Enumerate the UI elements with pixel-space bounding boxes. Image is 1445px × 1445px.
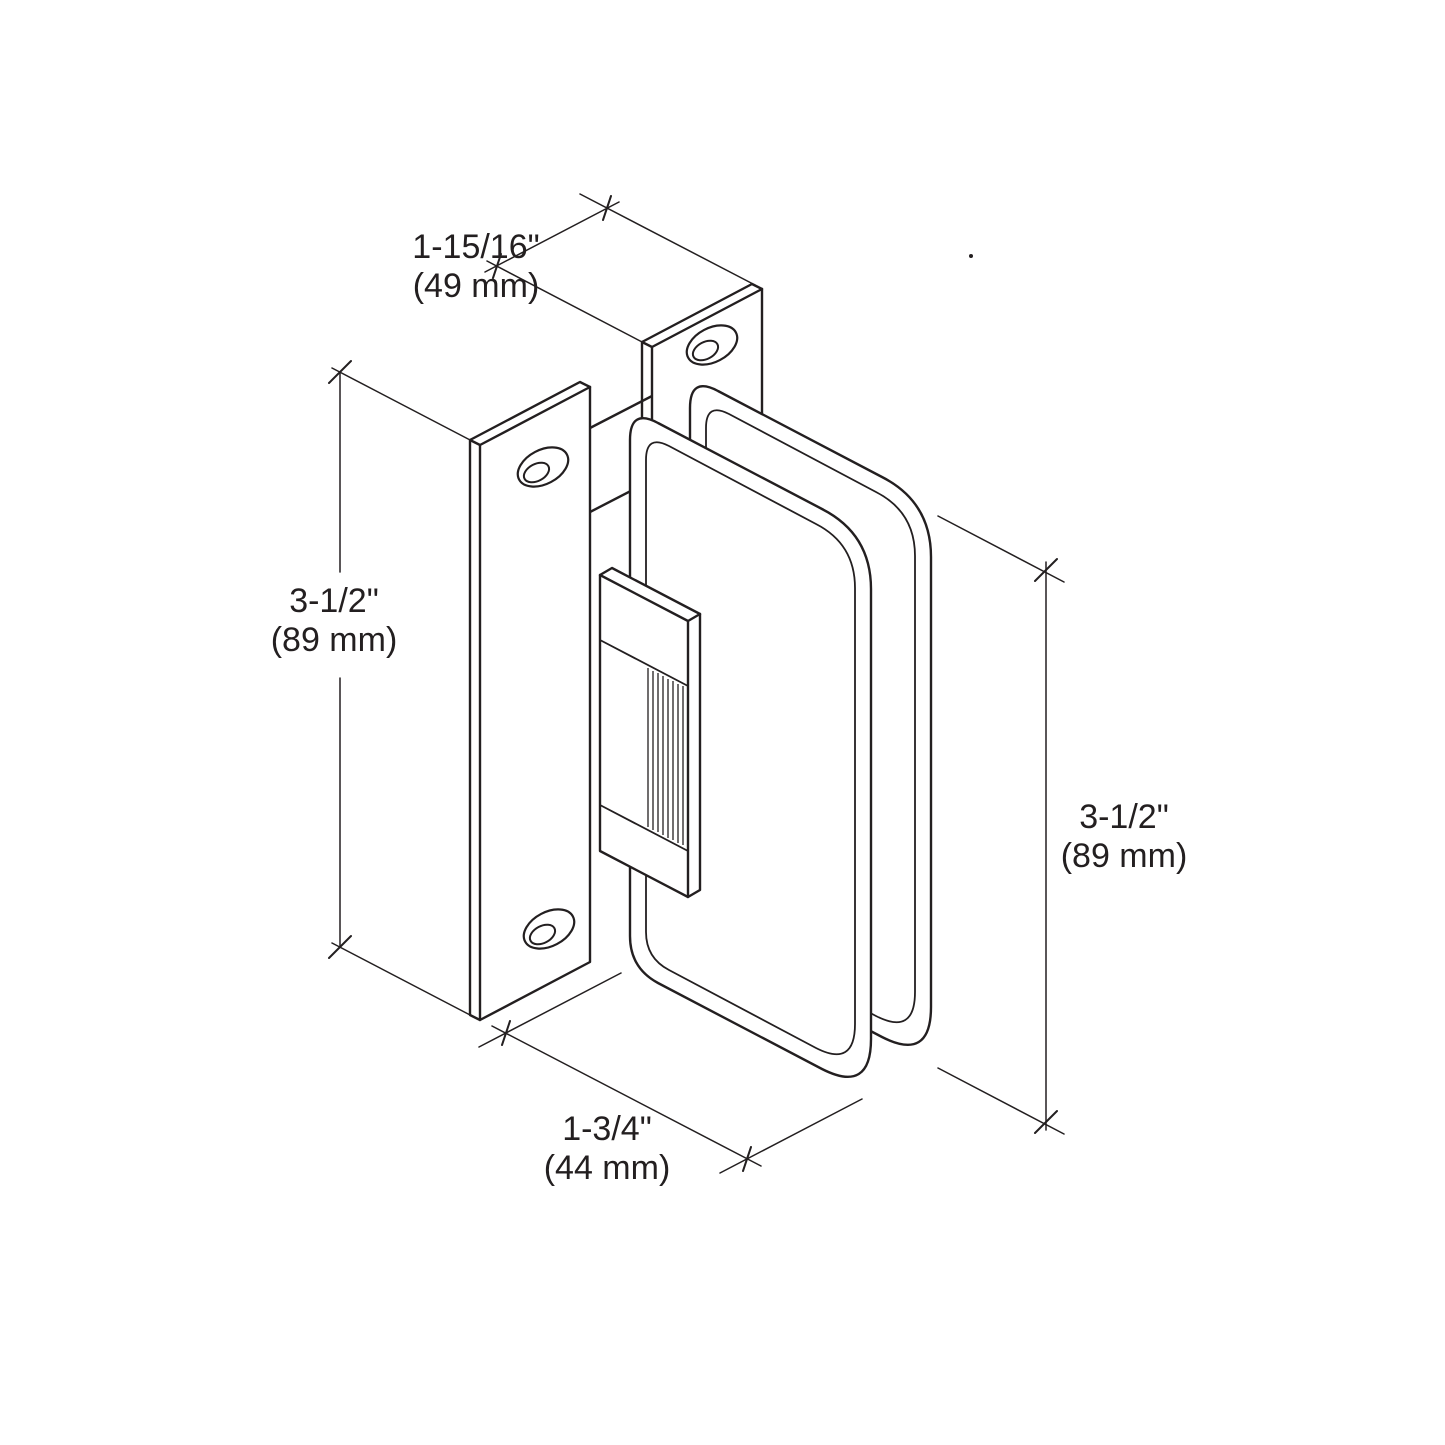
dimension-bottom-line: [491, 1025, 762, 1167]
dimension-bottom: 1-3/4" (44 mm): [478, 972, 863, 1187]
hinge-block-divider-lines: [599, 639, 689, 852]
hinge-block-edges: [598, 573, 702, 899]
wall-plate-screw-hole-top-inner: [522, 461, 551, 484]
glass-clamp-back-plate-bevel: [705, 409, 916, 1024]
dimension-right-ticks: [1034, 558, 1058, 1134]
tab-screw-hole-inner: [691, 339, 720, 362]
dimension-top-line: [484, 201, 620, 273]
glass-clamp-front-plate-bevel: [645, 441, 856, 1056]
hinge-barrel-hatching: [647, 668, 684, 845]
dimension-bottom-ticks: [501, 1020, 752, 1172]
dimension-top-ticks: [492, 195, 612, 279]
dimension-left: 3-1/2" (89 mm): [271, 360, 473, 1017]
dimension-top: 1-15/16" (49 mm): [412, 193, 756, 344]
dimension-left-metric-label: (89 mm): [271, 621, 398, 659]
dimension-bottom-extension-lines: [478, 972, 863, 1174]
dimension-right-metric-label: (89 mm): [1061, 837, 1188, 875]
hinge-block: [598, 566, 702, 899]
dimension-top-extension-lines: [486, 193, 756, 344]
dimension-top-inches-label: 1-15/16": [412, 228, 539, 266]
wall-plate-screw-hole-bottom-inner: [528, 923, 557, 946]
wall-plate-thickness: [468, 380, 592, 1022]
dimension-right-inches-label: 3-1/2": [1079, 798, 1169, 836]
dimension-left-ticks: [328, 360, 352, 959]
dimension-right-extension-lines: [937, 515, 1065, 1135]
dimension-left-inches-label: 3-1/2": [289, 582, 379, 620]
hinge-illustration: [468, 254, 973, 1078]
dimension-left-extension-lines: [331, 367, 473, 1017]
dimension-top-metric-label: (49 mm): [413, 267, 540, 305]
wall-plate: [468, 380, 592, 1022]
dimension-bottom-metric-label: (44 mm): [544, 1149, 671, 1187]
stray-mark: [969, 254, 973, 258]
glass-clamp-front-plate: [628, 417, 873, 1078]
dimension-right: 3-1/2" (89 mm): [937, 515, 1188, 1135]
hinge-block-body: [598, 566, 702, 899]
dimension-bottom-inches-label: 1-3/4": [562, 1110, 652, 1148]
